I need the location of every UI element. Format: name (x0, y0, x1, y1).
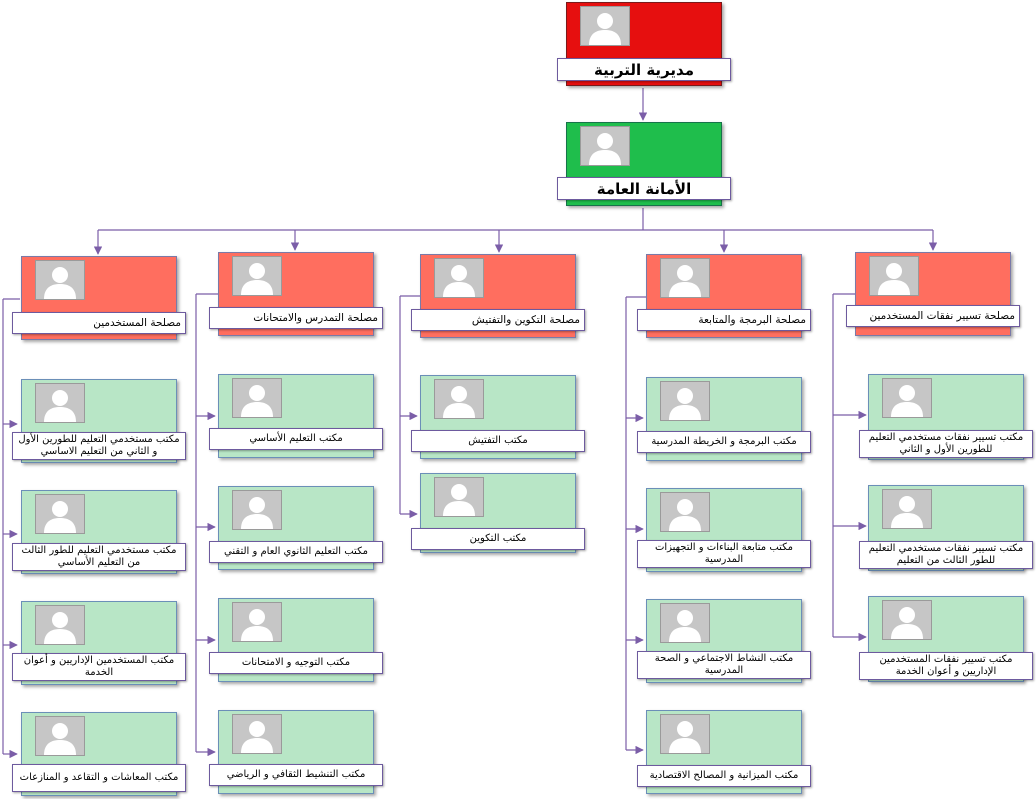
office-title: مكتب التوجيه و الامتحانات (209, 652, 383, 674)
person-placeholder-icon (580, 126, 630, 166)
person-placeholder-icon (882, 600, 932, 640)
office-title: مكتب مستخدمي التعليم للطورين الأول و الث… (12, 432, 186, 460)
office-title: مكتب الميزانية و المصالح الاقتصادية (637, 765, 811, 787)
person-placeholder-icon (660, 603, 710, 643)
person-placeholder-icon (660, 492, 710, 532)
department-node: مصلحة البرمجة والمتابعة (637, 254, 811, 338)
person-placeholder-icon (660, 714, 710, 754)
office-node: مكتب تسيير نفقات المستخدمين الإداريين و … (859, 596, 1033, 682)
person-placeholder-icon (232, 714, 282, 754)
office-node: مكتب التكوين (411, 473, 585, 553)
office-title: مكتب التكوين (411, 528, 585, 550)
department-title: مصلحة البرمجة والمتابعة (637, 309, 811, 331)
person-placeholder-icon (232, 490, 282, 530)
office-node: مكتب مستخدمي التعليم للطورين الأول و الث… (12, 379, 186, 463)
office-node: مكتب التوجيه و الامتحانات (209, 598, 383, 682)
department-title: مصلحة التمدرس والامتحانات (209, 307, 383, 329)
office-title: مكتب تسيير نفقات المستخدمين الإداريين و … (859, 652, 1033, 680)
person-placeholder-icon (35, 494, 85, 534)
office-title: مكتب المستخدمين الإداريين و أعوان الخدمة (12, 653, 186, 681)
person-placeholder-icon (35, 716, 85, 756)
node-title: مديرية التربية (557, 58, 731, 81)
department-node: مصلحة التكوين والتفتيش (411, 254, 585, 338)
person-placeholder-icon (35, 383, 85, 423)
person-placeholder-icon (35, 605, 85, 645)
node-directorate: مديرية التربية (557, 2, 731, 86)
department-node: مصلحة تسيير نفقات المستخدمين (846, 252, 1020, 336)
person-placeholder-icon (882, 378, 932, 418)
office-node: مكتب التفتيش (411, 375, 585, 459)
office-title: مكتب التنشيط الثقافي و الرياضي (209, 764, 383, 786)
person-placeholder-icon (434, 379, 484, 419)
office-node: مكتب التعليم الأساسي (209, 374, 383, 458)
office-node: مكتب تسيير نفقات مستخدمي التعليم للطور ا… (859, 485, 1033, 571)
office-title: مكتب التعليم الأساسي (209, 428, 383, 450)
department-title: مصلحة تسيير نفقات المستخدمين (846, 305, 1020, 327)
office-title: مكتب التفتيش (411, 430, 585, 452)
office-title: مكتب تسيير نفقات مستخدمي التعليم للطور ا… (859, 541, 1033, 569)
office-node: مكتب البرمجة و الخريطة المدرسية (637, 377, 811, 461)
office-node: مكتب مستخدمي التعليم للطور الثالث من الت… (12, 490, 186, 574)
office-node: مكتب التنشيط الثقافي و الرياضي (209, 710, 383, 794)
person-placeholder-icon (434, 258, 484, 298)
person-placeholder-icon (232, 378, 282, 418)
person-placeholder-icon (232, 602, 282, 642)
person-placeholder-icon (232, 256, 282, 296)
office-node: مكتب متابعة البناءات و التجهيزات المدرسي… (637, 488, 811, 572)
person-placeholder-icon (434, 477, 484, 517)
person-placeholder-icon (882, 489, 932, 529)
office-node: مكتب النشاط الاجتماعي و الصحة المدرسية (637, 599, 811, 683)
person-placeholder-icon (869, 256, 919, 296)
department-title: مصلحة التكوين والتفتيش (411, 309, 585, 331)
office-node: مكتب تسيير نفقات مستخدمي التعليم للطورين… (859, 374, 1033, 460)
person-placeholder-icon (660, 381, 710, 421)
node-title: الأمانة العامة (557, 177, 731, 200)
office-title: مكتب المعاشات و التقاعد و المنازعات (12, 764, 186, 792)
office-node: مكتب المعاشات و التقاعد و المنازعات (12, 712, 186, 796)
person-placeholder-icon (35, 260, 85, 300)
office-title: مكتب مستخدمي التعليم للطور الثالث من الت… (12, 543, 186, 571)
office-title: مكتب النشاط الاجتماعي و الصحة المدرسية (637, 651, 811, 679)
office-node: مكتب التعليم الثانوي العام و التقني (209, 486, 383, 570)
office-title: مكتب البرمجة و الخريطة المدرسية (637, 431, 811, 453)
person-placeholder-icon (660, 258, 710, 298)
person-placeholder-icon (580, 6, 630, 46)
node-secretariat: الأمانة العامة (557, 122, 731, 206)
department-title: مصلحة المستخدمين (12, 312, 186, 334)
office-node: مكتب الميزانية و المصالح الاقتصادية (637, 710, 811, 794)
office-title: مكتب التعليم الثانوي العام و التقني (209, 541, 383, 563)
department-node: مصلحة المستخدمين (12, 256, 186, 340)
office-node: مكتب المستخدمين الإداريين و أعوان الخدمة (12, 601, 186, 685)
office-title: مكتب متابعة البناءات و التجهيزات المدرسي… (637, 540, 811, 568)
office-title: مكتب تسيير نفقات مستخدمي التعليم للطورين… (859, 430, 1033, 458)
department-node: مصلحة التمدرس والامتحانات (209, 252, 383, 336)
